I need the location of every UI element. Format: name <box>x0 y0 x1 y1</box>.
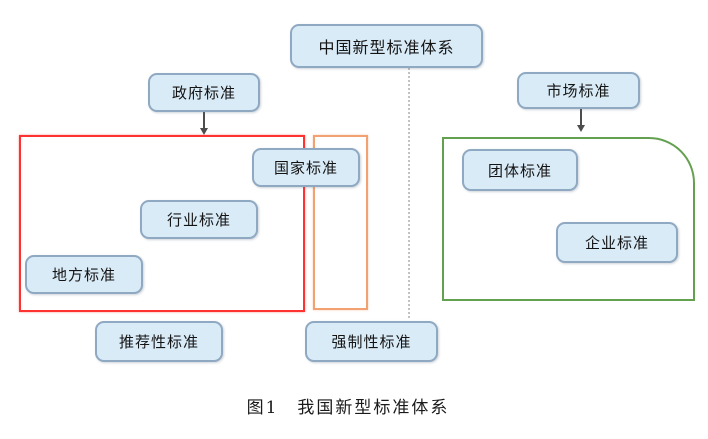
node-enterprise-standard: 企业标准 <box>556 222 678 263</box>
market-arrow-head-icon <box>577 125 585 132</box>
figure-caption: 图1 我国新型标准体系 <box>246 398 450 418</box>
government-arrow-head-icon <box>200 128 208 135</box>
root-dotted-connector-line <box>408 68 410 318</box>
node-mandatory-standard: 强制性标准 <box>305 321 438 362</box>
node-local-standard: 地方标准 <box>25 255 143 294</box>
mandatory-standards-frame <box>313 135 368 310</box>
market-standards-frame <box>442 137 695 301</box>
node-recommended-standard: 推荐性标准 <box>95 321 223 362</box>
government-arrow-line <box>203 112 205 129</box>
node-industry-standard: 行业标准 <box>140 200 258 239</box>
node-government-standard: 政府标准 <box>148 73 260 112</box>
node-china-new-standard-system: 中国新型标准体系 <box>290 24 483 68</box>
node-national-standard: 国家标准 <box>252 148 360 187</box>
market-arrow-line <box>580 109 582 126</box>
node-market-standard: 市场标准 <box>517 72 640 109</box>
node-association-standard: 团体标准 <box>462 149 578 191</box>
government-standards-frame <box>19 135 305 312</box>
